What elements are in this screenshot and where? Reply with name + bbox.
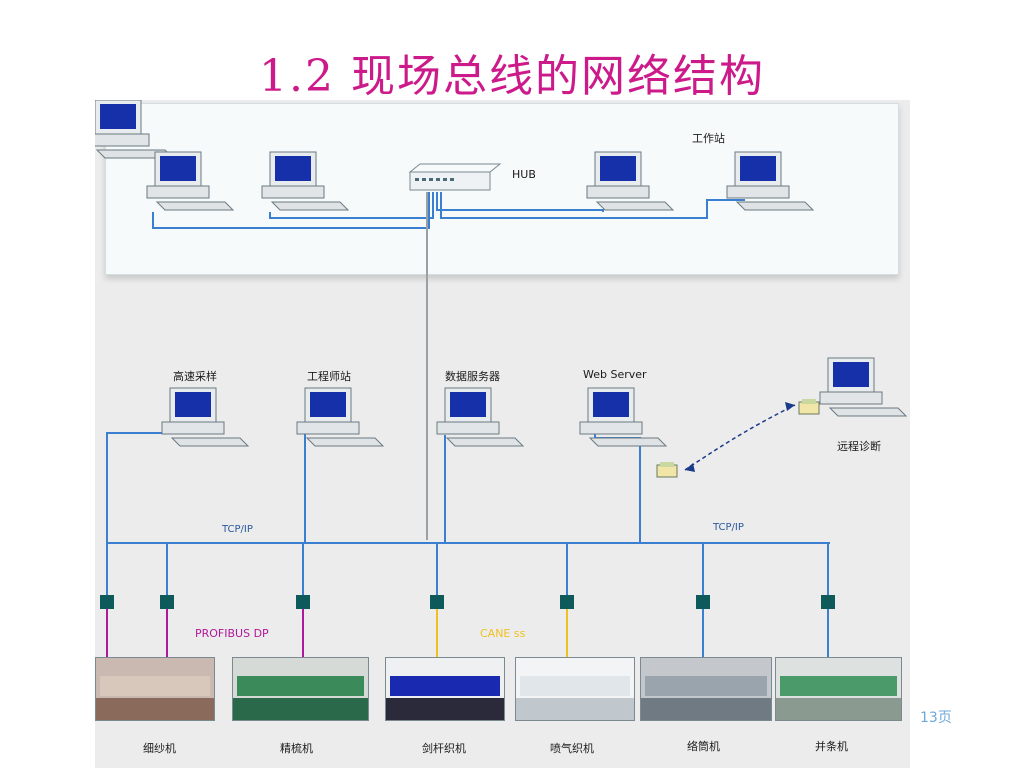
remote-link [684,404,796,471]
network-lines [95,100,907,657]
fieldnode-2 [160,595,174,609]
node-label-engineer: 工程师站 [307,370,351,383]
profibus-label: PROFIBUS DP [195,627,269,640]
lan-line-ws1 [152,192,430,229]
machine-image-3 [385,657,505,721]
fieldnode-1 [100,595,114,609]
hub-icon [408,163,502,191]
modem-icon-left [656,462,678,478]
node-label-dataserver: 数据服务器 [445,370,500,383]
workstation-pc-2 [261,151,349,211]
machine-image-4 [515,657,635,721]
machine-image-5 [640,657,772,721]
machine-label-4: 喷气织机 [550,742,594,755]
network-diagram: 工作站 HUB 高速采样 工程师站 数据服务器 Web Server 远程诊断 … [95,100,910,768]
fieldnode-4 [430,595,444,609]
workstation-pc-3 [586,151,674,211]
link-webserver [594,433,641,543]
tcpip-label-left: TCP/IP [222,524,253,535]
fieldnode-6 [696,595,710,609]
workstation-pc-1 [146,151,234,211]
lan-line-ws3 [436,192,604,212]
machine-label-6: 并条机 [815,740,848,753]
modem-icon-right [798,399,820,415]
machine-image-6 [775,657,902,721]
engineer-pc [296,387,384,447]
fieldnode-7 [821,595,835,609]
workstation-pc-4 [726,151,814,211]
page-number: 13页 [920,710,952,726]
node-label-webserver: Web Server [583,368,647,381]
machine-label-2: 精梳机 [280,742,313,755]
tcpip-label-right: TCP/IP [713,522,744,533]
can-label: CANE ss [480,627,526,640]
link-sampling [106,432,170,543]
slide-title: 1.2 现场总线的网络结构 [259,51,765,102]
node-label-sampling: 高速采样 [173,370,217,383]
machine-image-2 [232,657,369,721]
fieldnode-5 [560,595,574,609]
dataserver-pc [436,387,524,447]
lan-line-ws4 [440,192,745,219]
lan-line-ws2 [269,192,434,219]
machine-image-1 [95,657,215,721]
remote-label: 远程诊断 [837,440,881,453]
machine-label-3: 剑杆织机 [422,742,466,755]
fieldnode-3 [296,595,310,609]
remote-pc [819,357,907,417]
machine-label-5: 络筒机 [687,740,720,753]
machine-label-1: 细纱机 [143,742,176,755]
hub-label: HUB [512,168,536,181]
sampling-pc [161,387,249,447]
workstation-label: 工作站 [692,132,725,145]
